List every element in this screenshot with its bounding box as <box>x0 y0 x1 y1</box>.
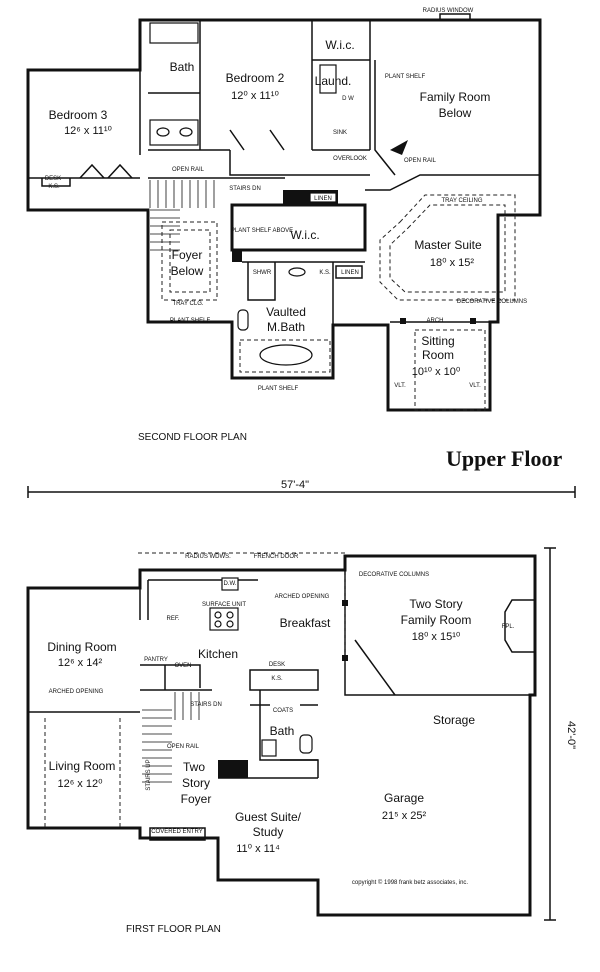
lower-outer-walls <box>26 554 537 917</box>
sitting-room-size: 10¹⁰ x 10⁰ <box>412 366 461 378</box>
foyer-below-sub: Below <box>171 264 204 278</box>
family-room-sub: Family Room <box>401 613 472 627</box>
pantry-note: PANTRY <box>144 657 168 663</box>
arched-opening-top-note: ARCHED OPENING <box>275 594 330 600</box>
plant-shelf-top-note: PLANT SHELF <box>385 74 426 80</box>
first-floor-labels: 57'-4" 42'-0" Dining Room 12⁶ x 14² Livi… <box>47 479 577 935</box>
master-bath-sub: M.Bath <box>267 320 305 334</box>
open-rail-lower-note: OPEN RAIL <box>167 744 200 750</box>
upper-floor-title: Upper Floor <box>446 446 563 471</box>
breakfast-label: Breakfast <box>280 616 331 630</box>
middle-wic-label: W.i.c. <box>290 228 319 242</box>
overlook-note: OVERLOOK <box>333 156 367 162</box>
overall-depth: 42'-0" <box>565 721 577 749</box>
plant-shelf-bath-note: PLANT SHELF <box>258 386 299 392</box>
arched-opening-left-note: ARCHED OPENING <box>49 689 104 695</box>
linen-mid-note: LINEN <box>341 270 359 276</box>
ks-mid-note: K.S. <box>319 270 331 276</box>
fpl-note: FPL. <box>502 624 515 630</box>
laundry-label: Laund. <box>315 74 352 88</box>
second-floor-plan <box>26 13 542 412</box>
tray-clg-note: TRAY CLG. <box>172 301 203 307</box>
kitchen-label: Kitchen <box>198 647 238 661</box>
foyer-label: Two <box>183 760 205 774</box>
sitting-room-sub: Room <box>422 348 454 362</box>
first-floor-caption: FIRST FLOOR PLAN <box>126 924 221 935</box>
ks-lower-note: K.S. <box>271 676 283 682</box>
first-floor-plan <box>26 486 576 921</box>
open-rail-left-note: OPEN RAIL <box>172 167 205 173</box>
copyright-note: copyright © 1998 frank betz associates, … <box>352 879 468 886</box>
shwr-note: SHWR <box>253 270 272 276</box>
plant-shelf-above-note: PLANT SHELF ABOVE <box>231 228 293 234</box>
foyer-below-label: Foyer <box>172 248 203 262</box>
dining-room-size: 12⁶ x 14² <box>58 657 103 669</box>
radius-wdws-note: RADIUS WDWS. <box>185 554 231 560</box>
family-room-below-label: Family Room <box>420 90 491 104</box>
garage-size: 21⁵ x 25² <box>382 810 427 822</box>
tray-ceiling-note: TRAY CEILING <box>441 198 482 204</box>
upper-wic-label: W.i.c. <box>325 38 354 52</box>
upper-bath-label: Bath <box>170 60 195 74</box>
guest-suite-size: 11⁰ x 11⁴ <box>236 843 280 855</box>
surface-unit-note: SURFACE UNIT <box>202 602 246 608</box>
oven-note: OVEN <box>174 663 191 669</box>
overall-width: 57'-4" <box>281 479 309 491</box>
vlt-left-note: VLT. <box>394 383 406 389</box>
ref-note: REF. <box>166 616 179 622</box>
dw-lower-note: D.W. <box>224 581 237 587</box>
second-floor-labels: Bedroom 3 12⁶ x 11¹⁰ Bath Bedroom 2 12⁰ … <box>45 8 563 471</box>
family-room-label: Two Story <box>409 597 462 611</box>
stairs-up-note: STAIRS UP <box>146 759 152 790</box>
dw-note: D W <box>342 96 354 102</box>
bedroom-3-size: 12⁶ x 11¹⁰ <box>64 125 112 137</box>
french-door-note: FRENCH DOOR <box>254 554 299 560</box>
bedroom-2-label: Bedroom 2 <box>226 71 285 85</box>
open-rail-right-note: OPEN RAIL <box>404 158 437 164</box>
guest-suite-sub: Study <box>253 825 284 839</box>
living-room-label: Living Room <box>49 759 116 773</box>
master-bath-label: Vaulted <box>266 305 306 319</box>
stairs-dn-lower-note: STAIRS DN <box>190 702 222 708</box>
storage-label: Storage <box>433 713 475 727</box>
decorative-columns-upper-note: DECORATIVE COLUMNS <box>457 299 527 305</box>
decorative-columns-lower-note: DECORATIVE COLUMNS <box>359 572 429 578</box>
dining-room-label: Dining Room <box>47 640 116 654</box>
radius-window-note: RADIUS WINDOW <box>423 8 474 14</box>
lower-bath-label: Bath <box>270 724 295 738</box>
bedroom-3-label: Bedroom 3 <box>49 108 108 122</box>
guest-suite-label: Guest Suite/ <box>235 810 302 824</box>
vlt-right-note: VLT. <box>469 383 481 389</box>
second-floor-caption: SECOND FLOOR PLAN <box>138 432 247 443</box>
coats-note: COATS <box>273 708 293 714</box>
sitting-room-label: Sitting <box>421 334 454 348</box>
master-suite-label: Master Suite <box>414 238 482 252</box>
desk-lower-note: DESK <box>269 662 285 668</box>
foyer-sub2: Foyer <box>181 792 212 806</box>
family-room-below-sub: Below <box>439 106 472 120</box>
master-suite-size: 18⁰ x 15² <box>430 257 474 269</box>
plant-shelf-low-note: PLANT SHELF <box>170 318 211 324</box>
upper-outer-walls <box>26 18 542 412</box>
family-room-size: 18⁰ x 15¹⁰ <box>412 631 461 643</box>
living-room-size: 12⁶ x 12⁰ <box>57 778 103 790</box>
garage-label: Garage <box>384 791 424 805</box>
bedroom-2-size: 12⁰ x 11¹⁰ <box>231 90 279 102</box>
sink-note: SINK <box>333 130 347 136</box>
ks-left-note: K.S. <box>48 184 60 190</box>
arch-note: ARCH <box>426 318 443 324</box>
foyer-sub: Story <box>182 776 210 790</box>
covered-entry-note: COVERED ENTRY <box>151 829 203 835</box>
desk-note: DESK <box>45 176 61 182</box>
stairs-dn-note: STAIRS DN <box>229 186 261 192</box>
linen-top-note: LINEN <box>314 196 332 202</box>
